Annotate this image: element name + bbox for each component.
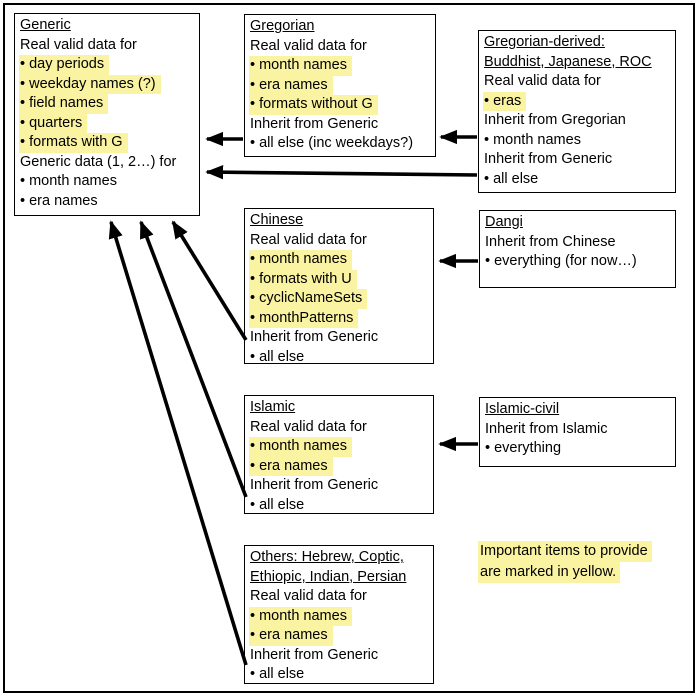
dangi-line: • everything (for now…) — [485, 253, 637, 269]
chinese-line: • all else — [250, 348, 305, 365]
generic-line: • weekday names (?) — [19, 74, 161, 94]
gregorian-line: Real valid data for — [250, 37, 367, 54]
islamic-civil-line: • everything — [485, 440, 562, 456]
islamic-line: • era names — [249, 456, 333, 476]
islamic-civil-title: Islamic-civil — [485, 401, 560, 417]
islamic-title: Islamic — [250, 399, 296, 415]
box-gregorian-derived: Gregorian-derived: Buddhist, Japanese, R… — [478, 30, 676, 193]
chinese-line: • cyclicNameSets — [249, 289, 368, 309]
gregorian-derived-line: Real valid data for — [484, 73, 601, 89]
generic-line: Generic data (1, 2…) for — [20, 153, 177, 170]
box-generic: Generic Real valid data for • day period… — [14, 13, 200, 216]
chinese-title: Chinese — [250, 212, 304, 228]
gregorian-derived-line: • month names — [484, 131, 581, 148]
box-islamic-civil: Islamic-civil Inherit from Islamic • eve… — [479, 397, 676, 467]
islamic-civil-line: Inherit from Islamic — [485, 420, 608, 437]
others-line: Inherit from Generic — [250, 646, 379, 663]
gregorian-title: Gregorian — [250, 18, 315, 34]
dangi-title: Dangi — [485, 214, 523, 230]
generic-line: • formats with G — [19, 133, 128, 153]
generic-title: Generic — [20, 17, 71, 33]
gregorian-derived-line: • all else — [484, 170, 539, 187]
generic-line: • day periods — [19, 55, 110, 75]
box-chinese: Chinese Real valid data for • month name… — [244, 208, 434, 365]
others-line: Real valid data for — [250, 588, 367, 604]
legend-note-line: Important items to provide — [478, 541, 652, 562]
chinese-line: • formats with U — [249, 269, 357, 289]
gregorian-line: • all else (inc weekdays?) — [250, 135, 414, 151]
box-others: Others: Hebrew, Coptic, Ethiopic, Indian… — [244, 545, 434, 684]
gregorian-derived-line: • eras — [483, 91, 527, 111]
chinese-line: • monthPatterns — [249, 308, 359, 328]
generic-line: • era names — [20, 192, 98, 209]
outer-frame — [3, 3, 695, 693]
others-line: • era names — [249, 626, 333, 646]
islamic-line: Inherit from Generic — [250, 477, 379, 493]
islamic-line: • month names — [249, 437, 352, 457]
islamic-line: Real valid data for — [250, 418, 367, 435]
legend-note: Important items to provide are marked in… — [478, 541, 652, 583]
gregorian-derived-line: Inherit from Generic — [484, 151, 613, 167]
gregorian-derived-title: Gregorian-derived: — [484, 34, 605, 50]
generic-line: Real valid data for — [20, 36, 137, 53]
chinese-line: Inherit from Generic — [250, 329, 379, 345]
generic-line: • month names — [20, 173, 117, 189]
gregorian-line: Inherit from Generic — [250, 115, 379, 132]
box-islamic: Islamic Real valid data for • month name… — [244, 395, 434, 514]
gregorian-line: • formats without G — [249, 95, 378, 115]
generic-line: • quarters — [19, 113, 88, 133]
others-line: • month names — [249, 606, 352, 626]
gregorian-line: • era names — [249, 75, 333, 95]
others-title: Others: Hebrew, Coptic, — [250, 549, 404, 565]
box-dangi: Dangi Inherit from Chinese • everything … — [479, 210, 676, 288]
chinese-line: Real valid data for — [250, 231, 367, 248]
islamic-line: • all else — [250, 496, 305, 513]
generic-line: • field names — [19, 94, 109, 114]
chinese-line: • month names — [249, 250, 352, 270]
others-title: Ethiopic, Indian, Persian — [250, 568, 407, 585]
others-line: • all else — [250, 666, 305, 682]
gregorian-derived-line: Inherit from Gregorian — [484, 112, 626, 128]
dangi-line: Inherit from Chinese — [485, 233, 616, 250]
gregorian-line: • month names — [249, 56, 352, 76]
gregorian-derived-title: Buddhist, Japanese, ROC — [484, 53, 652, 70]
box-gregorian: Gregorian Real valid data for • month na… — [244, 14, 436, 157]
legend-note-line: are marked in yellow. — [478, 562, 621, 583]
